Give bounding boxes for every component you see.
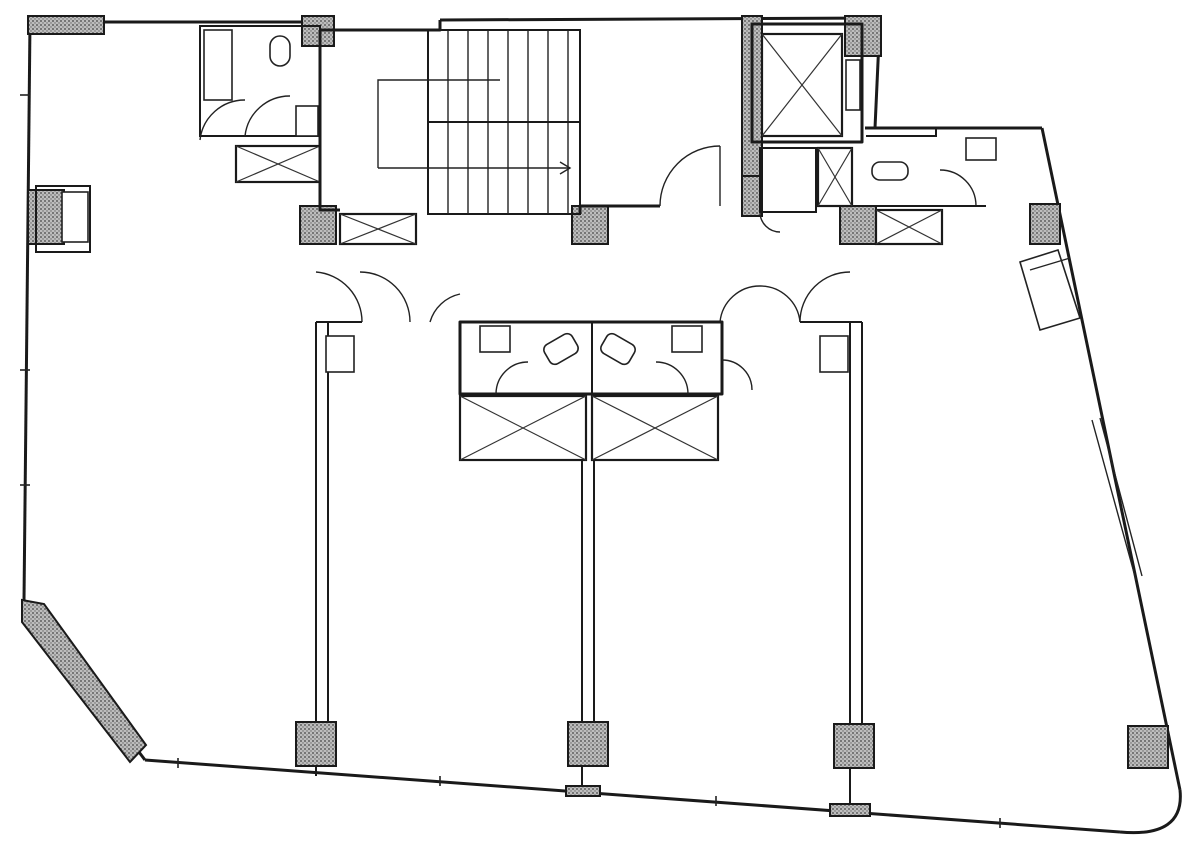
- toilet-center: [458, 320, 753, 396]
- right-window-unit: [1019, 248, 1082, 331]
- structural-columns: [21, 15, 1169, 769]
- service-core-right: [759, 146, 944, 246]
- elevator-shaft-center: [458, 394, 720, 462]
- left-wall-bay: [35, 185, 91, 253]
- unit-partitions: [315, 321, 871, 817]
- stairwell: [318, 20, 660, 246]
- elevator-shaft-top: [750, 22, 864, 144]
- boundary-ticks: [20, 94, 1001, 828]
- toilet-top-left: [199, 25, 322, 184]
- lobby-doors: [315, 145, 851, 323]
- toilet-top-right: [866, 128, 997, 207]
- right-window-strip: [1091, 417, 1143, 581]
